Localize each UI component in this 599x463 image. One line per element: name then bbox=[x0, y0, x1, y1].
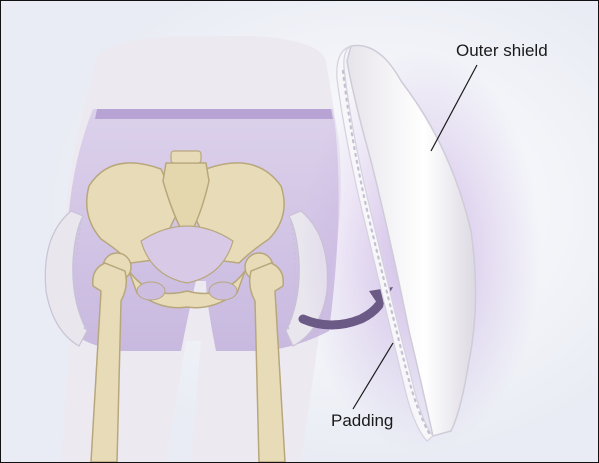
outer-shield-label: Outer shield bbox=[456, 41, 548, 61]
lumbar-vertebra bbox=[171, 151, 201, 163]
obturator-left bbox=[137, 282, 165, 300]
obturator-right bbox=[209, 282, 237, 300]
padding-label: Padding bbox=[331, 411, 393, 431]
waistband bbox=[95, 109, 333, 119]
